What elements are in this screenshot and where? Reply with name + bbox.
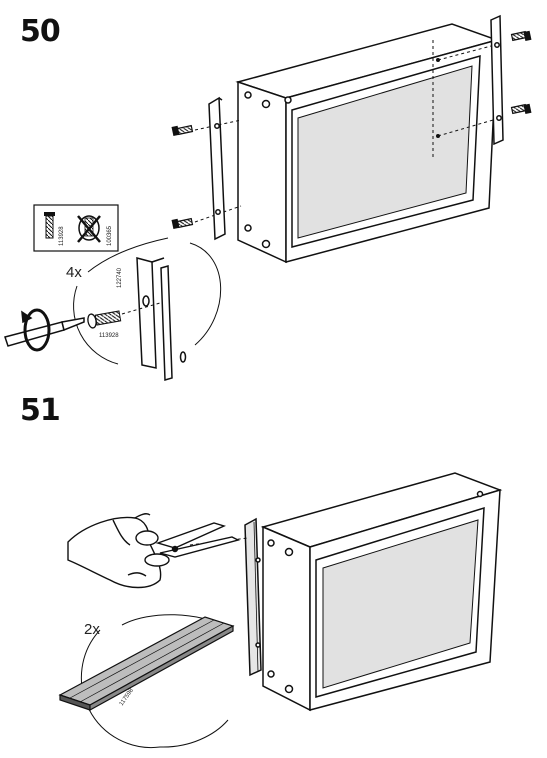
screw-part-icon [44, 212, 55, 239]
cabinet-box [260, 472, 503, 712]
bracket-part-label: 122740 [117, 267, 123, 288]
do-not-use-icon [77, 215, 101, 243]
screwdriver-icon [4, 308, 85, 352]
part-label-use: 113928 [59, 226, 65, 246]
screw [87, 310, 122, 329]
step-51-illustration: 2x 117598 [58, 472, 503, 749]
quantity-label: 2x [84, 621, 100, 638]
screw [510, 103, 532, 115]
part-label-crossed: 100365 [107, 225, 113, 246]
screw-part-label: 113928 [99, 333, 119, 339]
detail-callout: 2x 117598 [58, 614, 235, 749]
parts-legend: 113928 100365 [33, 204, 119, 252]
rail-strip [244, 517, 262, 677]
step-50-number: 50 [20, 14, 61, 49]
cabinet-box [235, 23, 500, 264]
strip-part-icon [58, 616, 235, 712]
quantity-label: 4x [66, 264, 82, 281]
left-rail [208, 96, 226, 241]
hand-with-scissors-icon [67, 513, 240, 589]
detail-callout: 122740 4x 113928 [4, 237, 222, 381]
step-50-illustration: 113928 100365 122740 4 [4, 14, 532, 381]
screw [171, 124, 194, 137]
screw [171, 217, 194, 230]
step-51-number: 51 [20, 393, 61, 428]
right-rail [490, 14, 504, 146]
screw [510, 30, 532, 42]
